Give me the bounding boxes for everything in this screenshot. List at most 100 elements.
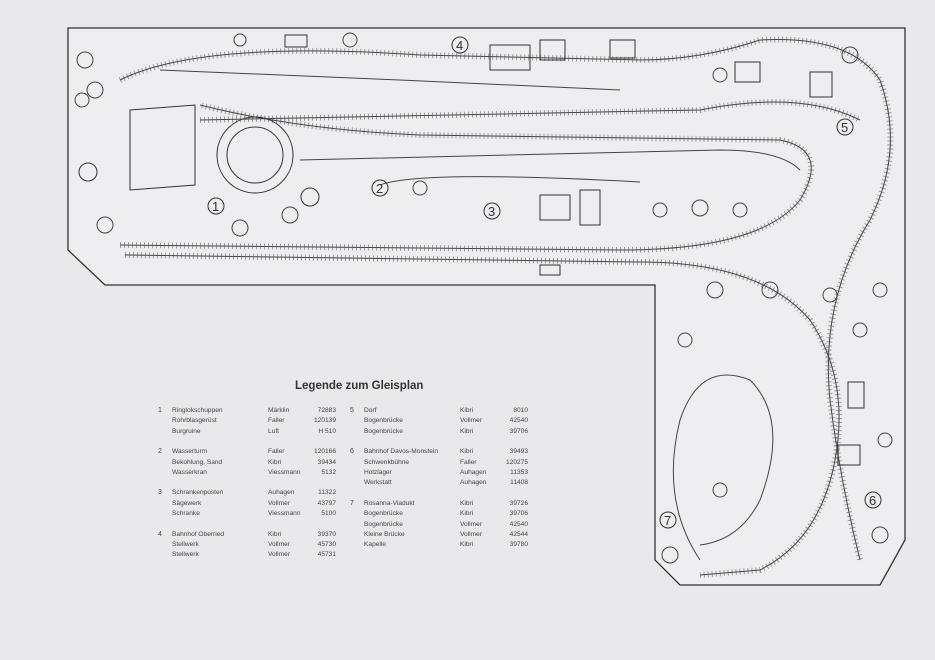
article-number: 8010 xyxy=(513,407,528,414)
article-number: 11353 xyxy=(510,468,528,476)
legend-row: Bogenbrücke Kibri 39706 xyxy=(350,509,528,519)
article-number: 43797 xyxy=(317,499,336,507)
article-number: 11408 xyxy=(510,479,528,487)
item-name: Wasserturm xyxy=(172,448,208,456)
manufacturer: Kibri xyxy=(460,510,474,518)
manufacturer: Vollmer xyxy=(268,540,290,548)
manufacturer: Kibri xyxy=(460,499,474,507)
manufacturer: Faller xyxy=(268,448,285,456)
group-number xyxy=(158,468,172,478)
item-name: Werkstatt xyxy=(364,479,392,487)
legend-row: 2 Wasserturm Faller 120166 xyxy=(158,447,336,457)
group-number xyxy=(350,468,364,478)
group-number xyxy=(350,530,364,540)
legend-row: 1 Ringlokschuppen Märklin 72883 xyxy=(158,406,336,416)
article-number: 39780 xyxy=(509,541,528,549)
group-number: 4 xyxy=(158,530,162,538)
group-number: 1 xyxy=(158,407,162,414)
article-number: 39706 xyxy=(509,427,528,435)
manufacturer: Vollmer xyxy=(460,520,482,528)
item-name: Bogenbrücke xyxy=(364,510,403,518)
article-number: 42544 xyxy=(509,530,528,538)
legend-row: Sägewerk Vollmer 43797 xyxy=(158,499,336,509)
item-name: Bahnhof Oberried xyxy=(172,530,225,538)
group-number: 7 xyxy=(350,499,354,507)
group-number xyxy=(158,540,172,550)
manufacturer: Viessmann xyxy=(268,468,301,476)
group-number xyxy=(158,509,172,519)
manufacturer: Kibri xyxy=(268,458,282,466)
legend-row: 3 Schrankenposten Auhagen 11322 xyxy=(158,488,336,498)
marker-5: 5 xyxy=(841,120,848,135)
article-number: 39370 xyxy=(317,530,336,538)
manufacturer: Märklin xyxy=(268,407,290,414)
group-number xyxy=(350,540,364,550)
item-name: Rosanna-Viadukt xyxy=(364,499,415,507)
legend-row: Stellwerk Vollmer 45731 xyxy=(158,550,336,560)
group-number xyxy=(350,458,364,468)
group-number xyxy=(158,458,172,468)
item-name: Schwenkbühne xyxy=(364,458,410,466)
manufacturer: Faller xyxy=(460,458,477,466)
legend-row: Holzlager Auhagen 11353 xyxy=(350,468,528,478)
item-name: Holzlager xyxy=(364,468,392,476)
article-number: 42540 xyxy=(509,520,528,528)
group-number: 6 xyxy=(350,448,354,456)
item-name: Stellwerk xyxy=(172,540,199,548)
article-number: 11322 xyxy=(318,489,336,497)
article-number: 45731 xyxy=(317,551,336,559)
item-name: Stellwerk xyxy=(172,551,199,559)
item-name: Ringlokschuppen xyxy=(172,407,223,414)
manufacturer: Faller xyxy=(268,417,285,425)
item-name: Burgruine xyxy=(172,427,201,435)
marker-4: 4 xyxy=(456,38,463,53)
article-number: 39706 xyxy=(509,510,528,518)
group-number xyxy=(350,416,364,426)
group-number: 3 xyxy=(158,489,162,497)
manufacturer: Auhagen xyxy=(268,489,295,497)
item-name: Wasserkran xyxy=(172,468,207,476)
manufacturer: Vollmer xyxy=(268,499,290,507)
article-number: 120166 xyxy=(313,448,336,456)
manufacturer: Kibri xyxy=(268,530,282,538)
manufacturer: Kibri xyxy=(460,427,474,435)
manufacturer: Auhagen xyxy=(460,468,487,476)
legend-row: 4 Bahnhof Oberried Kibri 39370 xyxy=(158,530,336,540)
group-number xyxy=(350,520,364,530)
manufacturer: Vollmer xyxy=(268,551,290,559)
item-name: Sägewerk xyxy=(172,499,202,507)
manufacturer: Vollmer xyxy=(460,530,482,538)
article-number: 45730 xyxy=(317,540,336,548)
marker-6: 6 xyxy=(869,493,876,508)
item-name: Schrankenposten xyxy=(172,489,224,497)
manufacturer: Kibri xyxy=(460,541,474,549)
roundhouse xyxy=(129,104,196,191)
baseboard-outline xyxy=(67,27,906,586)
group-number xyxy=(158,427,172,437)
item-name: Bogenbrücke xyxy=(364,427,403,435)
group-number xyxy=(350,509,364,519)
legend-row: Bogenbrücke Kibri 39706 xyxy=(350,427,528,437)
item-name: Dorf xyxy=(364,407,377,414)
group-number: 2 xyxy=(158,448,162,456)
group-number: 5 xyxy=(350,407,354,414)
article-number: 39434 xyxy=(317,458,336,466)
turntable xyxy=(78,104,320,207)
article-number: 72883 xyxy=(317,407,336,414)
